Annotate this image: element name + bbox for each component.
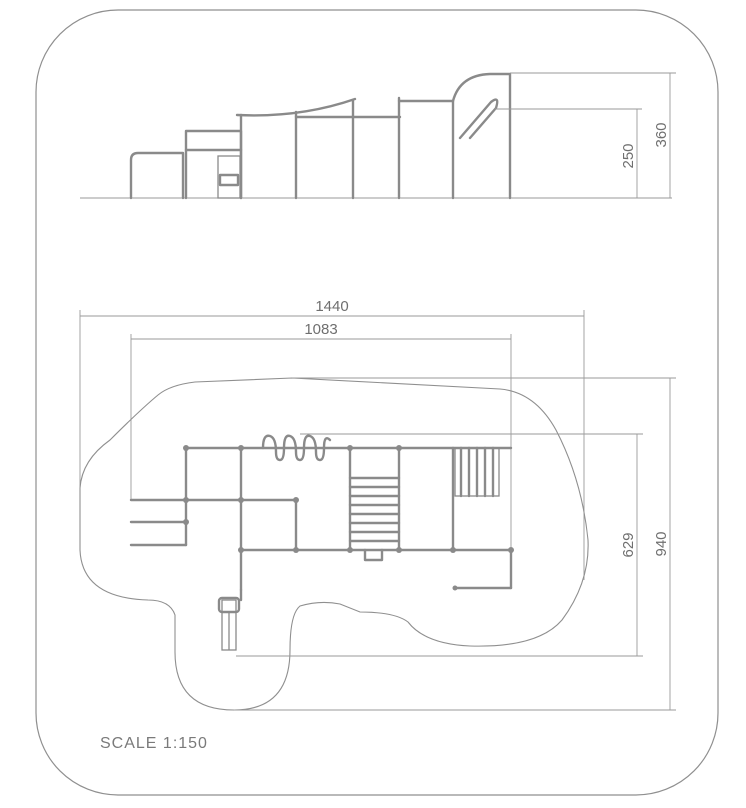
low-bar-frame (129, 151, 185, 200)
dim-1083-label: 1083 (304, 321, 337, 338)
dim-629-label: 629 (620, 532, 637, 557)
joint-nodes (183, 445, 514, 591)
dim-940-label: 940 (653, 531, 670, 556)
ladder-rungs (348, 476, 401, 543)
right-grate (454, 446, 500, 498)
seat-station-plan (217, 596, 241, 651)
pullup-bar-frame (184, 129, 243, 200)
scale-label: SCALE 1:150 (100, 735, 208, 752)
arch-handle (458, 98, 499, 140)
side-view: 250 360 (80, 72, 676, 200)
dim-250-label: 250 (620, 143, 637, 168)
wave-handles (261, 434, 332, 462)
sheet-frame (35, 9, 719, 796)
seat-station (217, 155, 241, 199)
safety-zone-outline (79, 377, 589, 711)
plan-view: 1440 1083 629 940 (79, 298, 676, 711)
dim-360-label: 360 (653, 122, 670, 147)
curved-roof (235, 97, 357, 117)
dim-1440-label: 1440 (315, 298, 348, 315)
ladder-base (363, 548, 384, 562)
seat-pad (218, 173, 240, 187)
plan-equipment (129, 434, 514, 651)
tall-arch (451, 72, 512, 200)
